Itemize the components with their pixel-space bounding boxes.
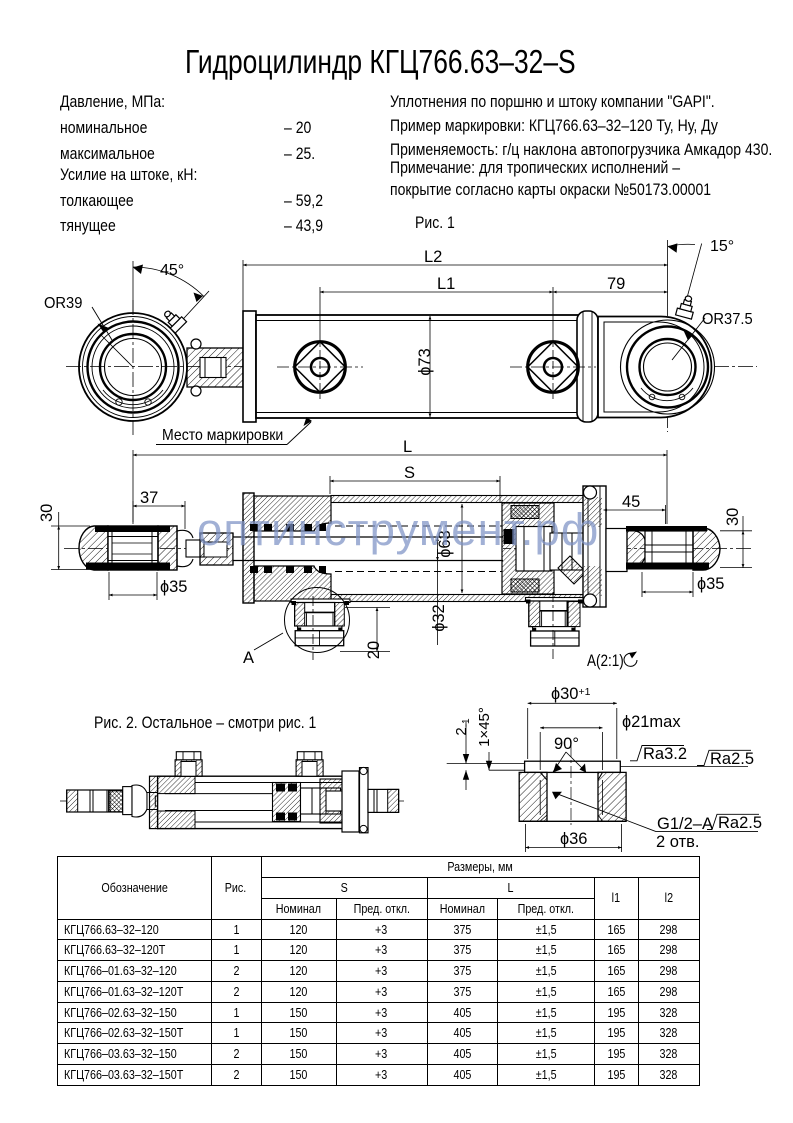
- svg-text:2-1: 2-1: [453, 718, 472, 736]
- svg-text:30: 30: [38, 504, 56, 522]
- svg-text:2 отв.: 2 отв.: [656, 833, 699, 851]
- svg-text:45: 45: [622, 493, 640, 511]
- svg-text:ɸ35: ɸ35: [160, 578, 187, 596]
- svg-text:ɸ32: ɸ32: [430, 604, 448, 631]
- svg-text:OR39: OR39: [44, 294, 82, 312]
- svg-text:ɸ30+1: ɸ30+1: [551, 685, 591, 703]
- svg-text:ɸ73: ɸ73: [416, 348, 434, 375]
- svg-text:Место маркировки: Место маркировки: [162, 426, 283, 444]
- svg-text:45°: 45°: [160, 262, 184, 279]
- svg-text:OR37.5: OR37.5: [702, 310, 753, 328]
- svg-text:L1: L1: [437, 275, 455, 293]
- svg-text:15°: 15°: [710, 238, 734, 255]
- svg-text:90°: 90°: [554, 735, 579, 753]
- svg-text:79: 79: [607, 275, 625, 293]
- svg-text:L2: L2: [424, 248, 442, 266]
- svg-text:L: L: [403, 438, 412, 456]
- svg-text:1×45°: 1×45°: [476, 707, 493, 747]
- svg-text:G1/2–A: G1/2–A: [657, 815, 713, 833]
- svg-text:A(2:1): A(2:1): [587, 652, 624, 671]
- svg-text:20: 20: [365, 641, 383, 659]
- svg-text:ɸ35: ɸ35: [697, 575, 724, 593]
- svg-text:ɸ21max: ɸ21max: [622, 713, 681, 731]
- svg-text:S: S: [404, 464, 415, 482]
- svg-text:30: 30: [724, 508, 742, 526]
- svg-text:ɸ63: ɸ63: [436, 530, 454, 557]
- svg-text:Ra2.5: Ra2.5: [718, 814, 762, 832]
- svg-text:Ra2.5: Ra2.5: [710, 750, 754, 768]
- svg-text:ɸ36: ɸ36: [560, 830, 587, 848]
- svg-text:37: 37: [140, 489, 158, 507]
- svg-text:A: A: [243, 649, 254, 667]
- svg-text:Ra3.2: Ra3.2: [643, 745, 687, 763]
